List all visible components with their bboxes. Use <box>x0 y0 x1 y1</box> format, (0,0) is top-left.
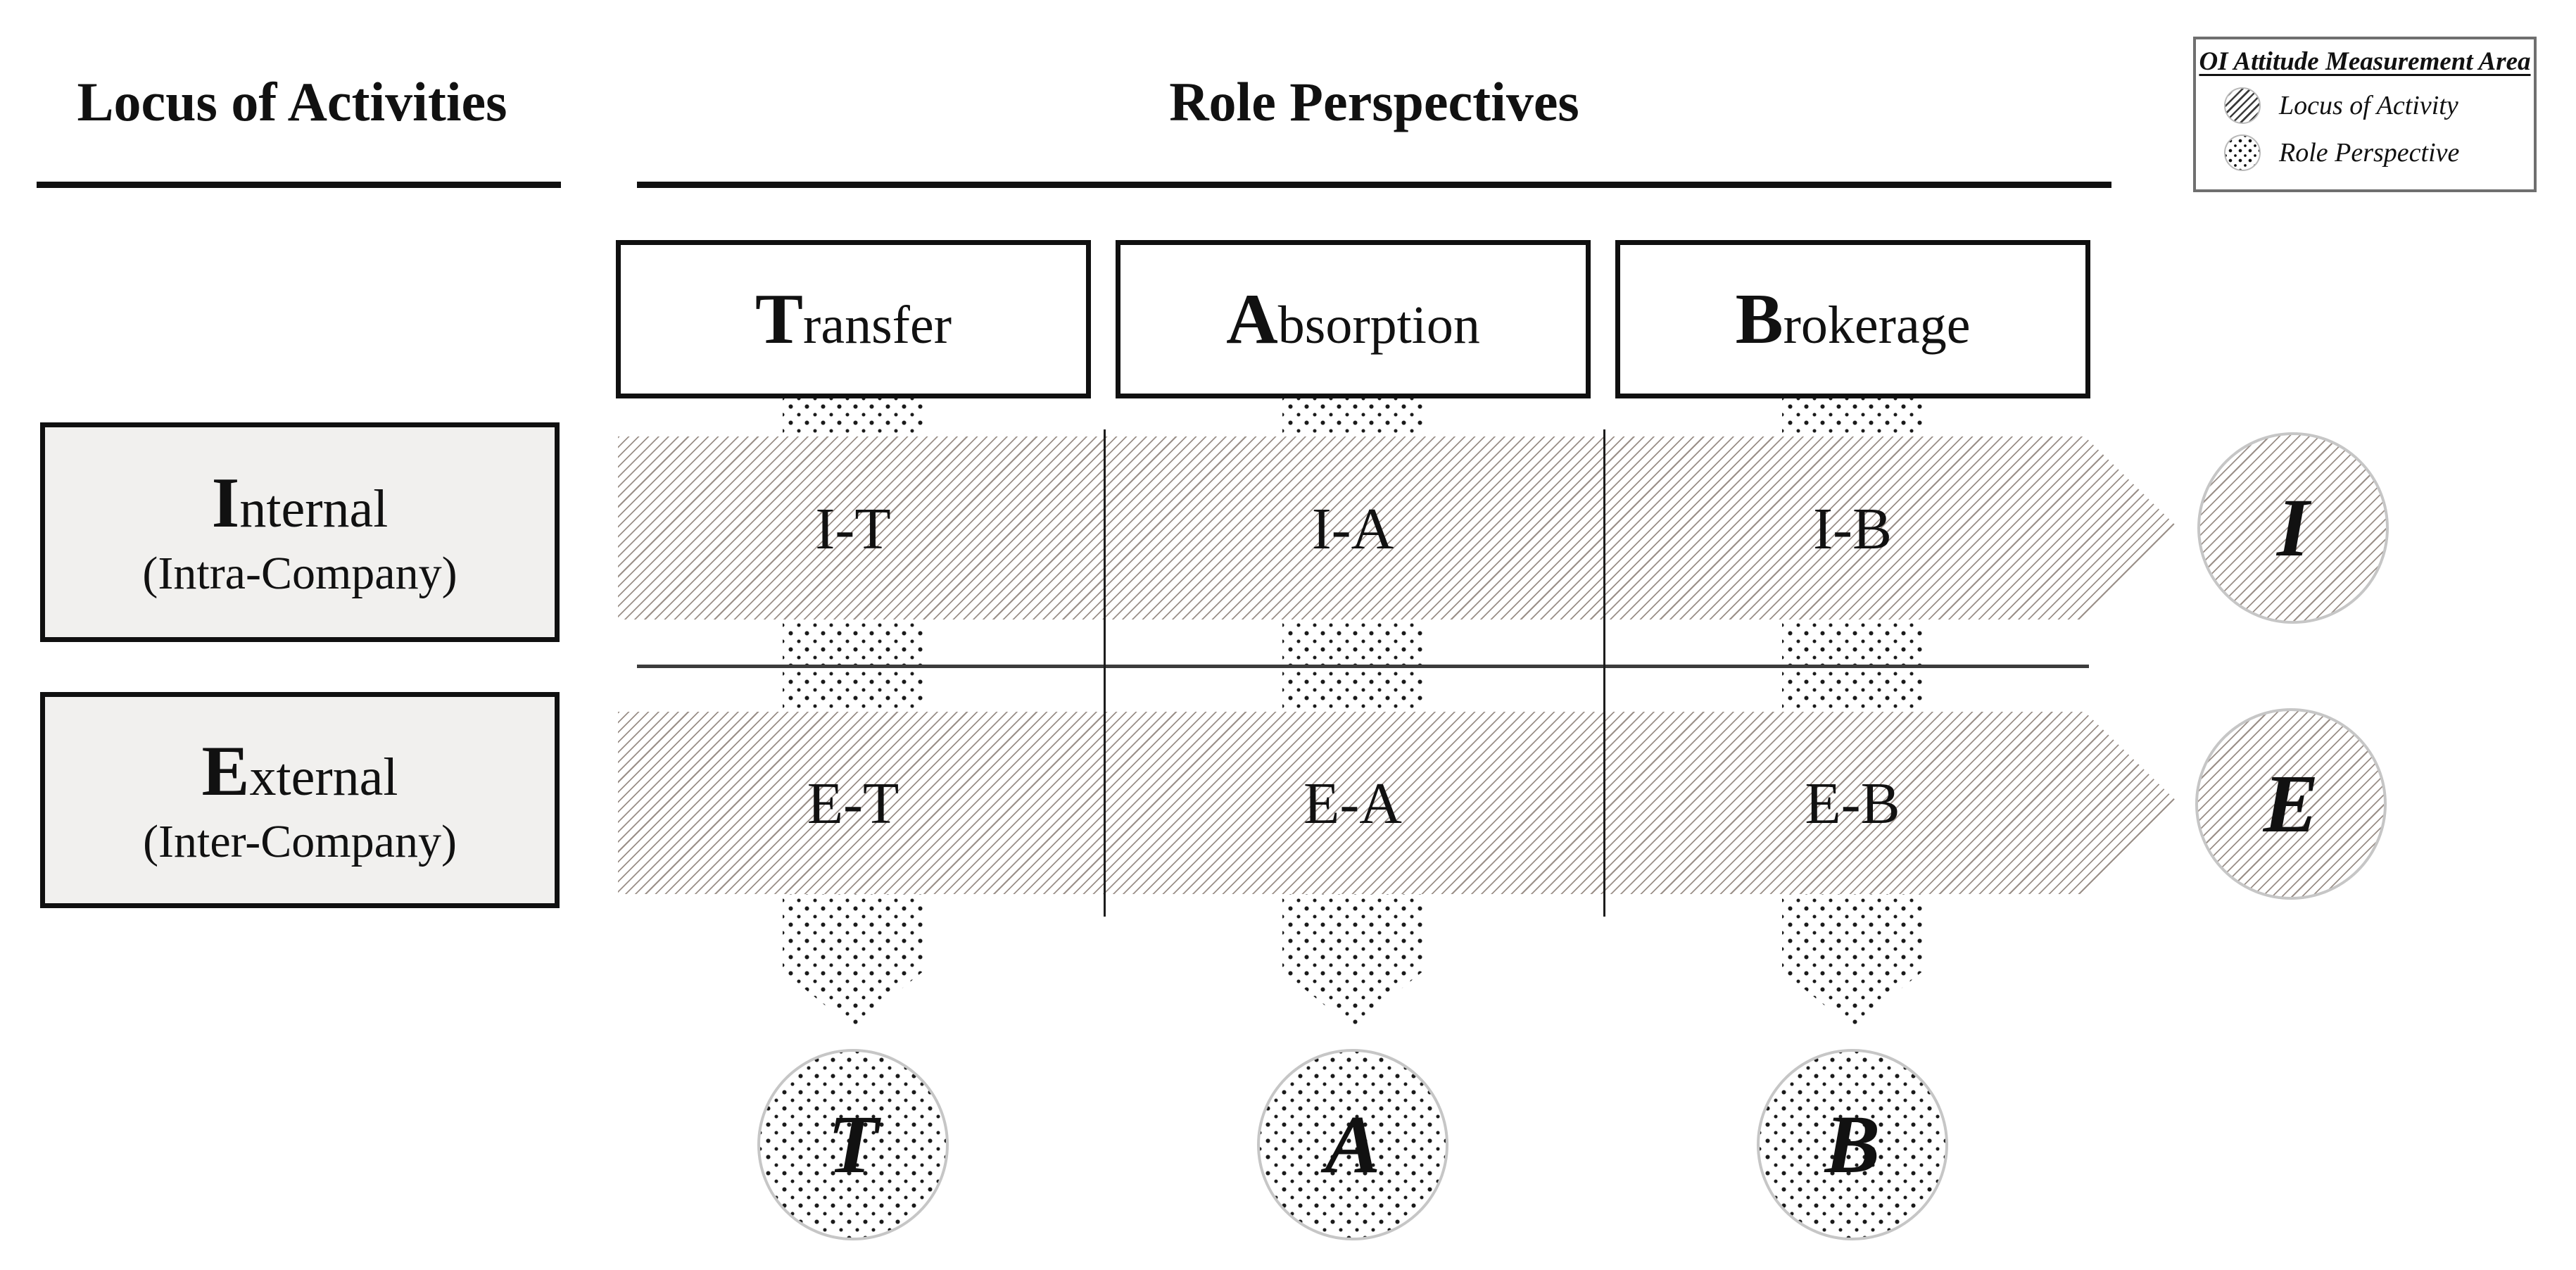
row-label-title: External <box>201 735 398 807</box>
column-header-label: Brokerage <box>1736 283 1971 356</box>
matrix-cell-i-a: I-A <box>1311 496 1394 562</box>
left-header-underline <box>37 182 561 188</box>
legend-item-label: Locus of Activity <box>2279 90 2458 120</box>
column-header-rest: rokerage <box>1783 295 1971 355</box>
matrix-cell-i-t: I-T <box>815 496 891 562</box>
legend-item-label: Role Perspective <box>2279 137 2460 168</box>
row-label-subtitle: (Inter-Company) <box>143 815 457 867</box>
badge-circle-absorption: A <box>1257 1049 1448 1240</box>
column-header-rest: bsorption <box>1277 295 1480 355</box>
hatched-arrow-internal <box>618 436 2178 620</box>
column-divider-line-1 <box>1104 429 1106 917</box>
legend-item-locus: Locus of Activity <box>2196 87 2534 124</box>
left-header-title: Locus of Activities <box>77 71 507 132</box>
column-header-brokerage: Brokerage <box>1615 240 2090 398</box>
column-header-transfer: Transfer <box>616 240 1091 398</box>
hatch-swatch-icon <box>2224 87 2261 124</box>
legend: OI Attitude Measurement Area Locus of Ac… <box>2193 37 2537 192</box>
column-divider-line-2 <box>1603 429 1605 917</box>
right-header-underline <box>637 182 2111 188</box>
row-label-rest: xternal <box>249 747 398 807</box>
legend-title: OI Attitude Measurement Area <box>2199 47 2531 76</box>
row-divider-line <box>637 665 2089 668</box>
matrix-cell-e-t: E-T <box>807 771 899 836</box>
row-label-external: External (Inter-Company) <box>40 692 560 908</box>
column-header-label: Transfer <box>755 283 952 356</box>
right-header-title: Role Perspectives <box>1169 71 1579 132</box>
row-label-internal: Internal (Intra-Company) <box>40 422 560 642</box>
row-label-subtitle: (Intra-Company) <box>142 548 457 599</box>
dots-swatch-icon <box>2224 134 2261 171</box>
row-label-initial: E <box>201 731 250 811</box>
row-label-initial: I <box>211 463 240 543</box>
badge-circle-transfer: T <box>757 1049 949 1240</box>
hatched-arrow-external <box>618 712 2178 894</box>
row-label-rest: nternal <box>239 479 389 539</box>
row-label-title: Internal <box>212 467 389 539</box>
matrix-cell-i-b: I-B <box>1813 496 1892 562</box>
badge-circle-external: E <box>2195 708 2387 900</box>
column-header-rest: ransfer <box>803 295 952 355</box>
legend-item-role: Role Perspective <box>2196 134 2534 171</box>
column-header-label: Absorption <box>1226 283 1480 356</box>
matrix-cell-e-a: E-A <box>1303 771 1402 836</box>
column-header-initial: T <box>755 279 804 359</box>
matrix-cell-e-b: E-B <box>1805 771 1900 836</box>
badge-circle-brokerage: B <box>1757 1049 1948 1240</box>
column-header-initial: A <box>1226 279 1278 359</box>
column-header-absorption: Absorption <box>1116 240 1591 398</box>
badge-circle-internal: I <box>2197 432 2389 624</box>
column-header-initial: B <box>1735 279 1783 359</box>
